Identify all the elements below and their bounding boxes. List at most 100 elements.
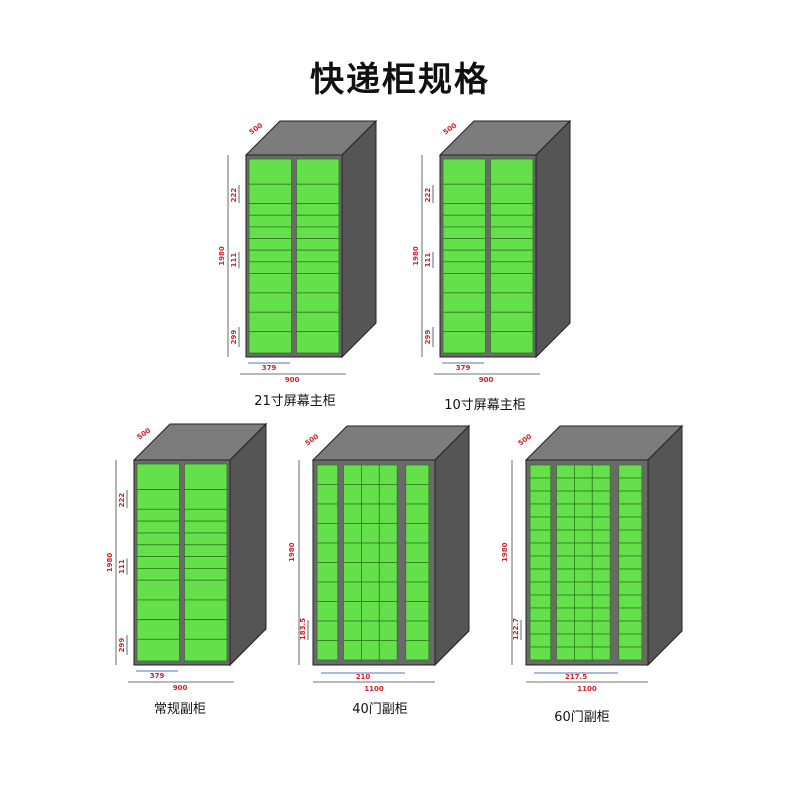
cab-60-door bbox=[573, 607, 593, 622]
cab-40-door bbox=[316, 523, 339, 544]
cab-21-door bbox=[296, 331, 340, 354]
cab-40-door bbox=[405, 601, 430, 622]
cab-40-door bbox=[316, 620, 339, 641]
cab-60-door bbox=[573, 464, 593, 479]
cab-10-top-door-label: 222 bbox=[424, 188, 432, 203]
cab-40-door bbox=[343, 523, 362, 544]
cab-regular-door bbox=[184, 532, 228, 546]
cab-60-door bbox=[618, 620, 643, 635]
cab-60-door bbox=[573, 620, 593, 635]
cab-21-door bbox=[296, 183, 340, 205]
cab-regular-col-width-label: 379 bbox=[150, 672, 165, 680]
cab-40-door bbox=[378, 542, 398, 563]
cab-21-door bbox=[296, 249, 340, 263]
cab-40-height-label: 1980 bbox=[288, 542, 296, 562]
cab-10-side-face bbox=[535, 119, 571, 359]
cab-60-door bbox=[591, 464, 611, 479]
cab-40-door bbox=[405, 581, 430, 602]
cab-60-door bbox=[556, 542, 575, 557]
cab-40-door bbox=[378, 562, 398, 583]
cab-60-depth-label: 500 bbox=[517, 432, 534, 447]
cab-10-door bbox=[442, 183, 486, 205]
cab-21-door bbox=[248, 249, 292, 263]
cab-regular-door bbox=[184, 463, 228, 491]
cab-60-door bbox=[591, 503, 611, 518]
cab-40-door bbox=[316, 640, 339, 661]
cab-10-door bbox=[442, 203, 486, 216]
cab-60-door bbox=[529, 529, 552, 544]
cab-60-door bbox=[618, 529, 643, 544]
cab-40-door bbox=[360, 581, 380, 602]
cab-10-door bbox=[490, 183, 534, 205]
cab-60-door bbox=[529, 555, 552, 570]
cab-regular-mid-door-label: 111 bbox=[118, 559, 126, 574]
cab-10-depth-label: 500 bbox=[442, 121, 459, 136]
cab-regular-door bbox=[136, 638, 180, 662]
cab-60-door bbox=[591, 555, 611, 570]
cab-21-door bbox=[296, 273, 340, 294]
cab-40-door bbox=[378, 503, 398, 524]
cab-regular-door bbox=[136, 508, 180, 522]
cab-21-door bbox=[248, 226, 292, 239]
cab-21-top-door-label: 222 bbox=[230, 188, 238, 203]
cab-10-door bbox=[442, 214, 486, 228]
caption-40-door-secondary: 40门副柜 bbox=[352, 702, 408, 717]
cab-40-door bbox=[378, 640, 398, 661]
cab-10-door bbox=[490, 261, 534, 274]
cab-10-mid-door-label: 111 bbox=[424, 253, 432, 268]
cab-60-door bbox=[573, 477, 593, 492]
cab-regular-door bbox=[136, 544, 180, 557]
cab-40-door bbox=[360, 484, 380, 505]
cab-21-door bbox=[248, 158, 292, 185]
cab-21-door bbox=[296, 238, 340, 251]
cab-60-door bbox=[556, 607, 575, 622]
cab-60-door bbox=[529, 477, 552, 492]
cab-60-door bbox=[556, 477, 575, 492]
cab-21-door bbox=[296, 226, 340, 239]
cab-60-door bbox=[556, 503, 575, 518]
cab-40-door bbox=[343, 640, 362, 661]
cab-60-door bbox=[556, 581, 575, 596]
cab-60-door bbox=[556, 516, 575, 531]
cab-60-door bbox=[618, 581, 643, 596]
cab-10-door bbox=[490, 273, 534, 294]
cab-10-door bbox=[442, 226, 486, 239]
cab-10-door bbox=[442, 331, 486, 354]
cab-10-col-width-label: 379 bbox=[456, 364, 471, 372]
cab-40-door bbox=[316, 464, 339, 485]
page-title: 快递柜规格 bbox=[310, 60, 490, 100]
cab-40-door bbox=[405, 562, 430, 583]
cab-60-total-width-label: 1100 bbox=[577, 685, 597, 693]
cab-60-door bbox=[529, 607, 552, 622]
cab-60-door bbox=[529, 503, 552, 518]
cab-21-height-label: 1980 bbox=[218, 246, 226, 266]
cab-60-door bbox=[556, 633, 575, 648]
cab-60-door bbox=[573, 633, 593, 648]
cab-40-door bbox=[343, 503, 362, 524]
cab-60-door bbox=[573, 490, 593, 505]
cab-regular-bottom-door-label: 299 bbox=[118, 638, 126, 653]
cab-60-door bbox=[573, 516, 593, 531]
cab-60-door bbox=[529, 581, 552, 596]
cab-60-door bbox=[618, 542, 643, 557]
cab-60-door bbox=[556, 490, 575, 505]
cab-40-door bbox=[343, 581, 362, 602]
cab-10-door bbox=[442, 238, 486, 251]
cab-regular-total-width-label: 900 bbox=[173, 684, 188, 692]
cab-regular-door bbox=[136, 619, 180, 640]
cab-40-door bbox=[343, 620, 362, 641]
cab-40-door-height-label: 183.5 bbox=[299, 618, 307, 640]
cab-40-door bbox=[378, 523, 398, 544]
cab-60-door bbox=[618, 568, 643, 583]
cab-60-door bbox=[556, 555, 575, 570]
cab-40-door bbox=[360, 601, 380, 622]
cab-40-door bbox=[360, 640, 380, 661]
cab-60-door bbox=[618, 633, 643, 648]
cab-21-door bbox=[248, 311, 292, 333]
cab-60-door bbox=[556, 646, 575, 661]
cab-21-door bbox=[248, 273, 292, 294]
cab-40-door bbox=[360, 464, 380, 485]
cab-regular-door bbox=[136, 579, 180, 601]
cab-10-door bbox=[490, 292, 534, 313]
cab-10-door bbox=[442, 261, 486, 274]
